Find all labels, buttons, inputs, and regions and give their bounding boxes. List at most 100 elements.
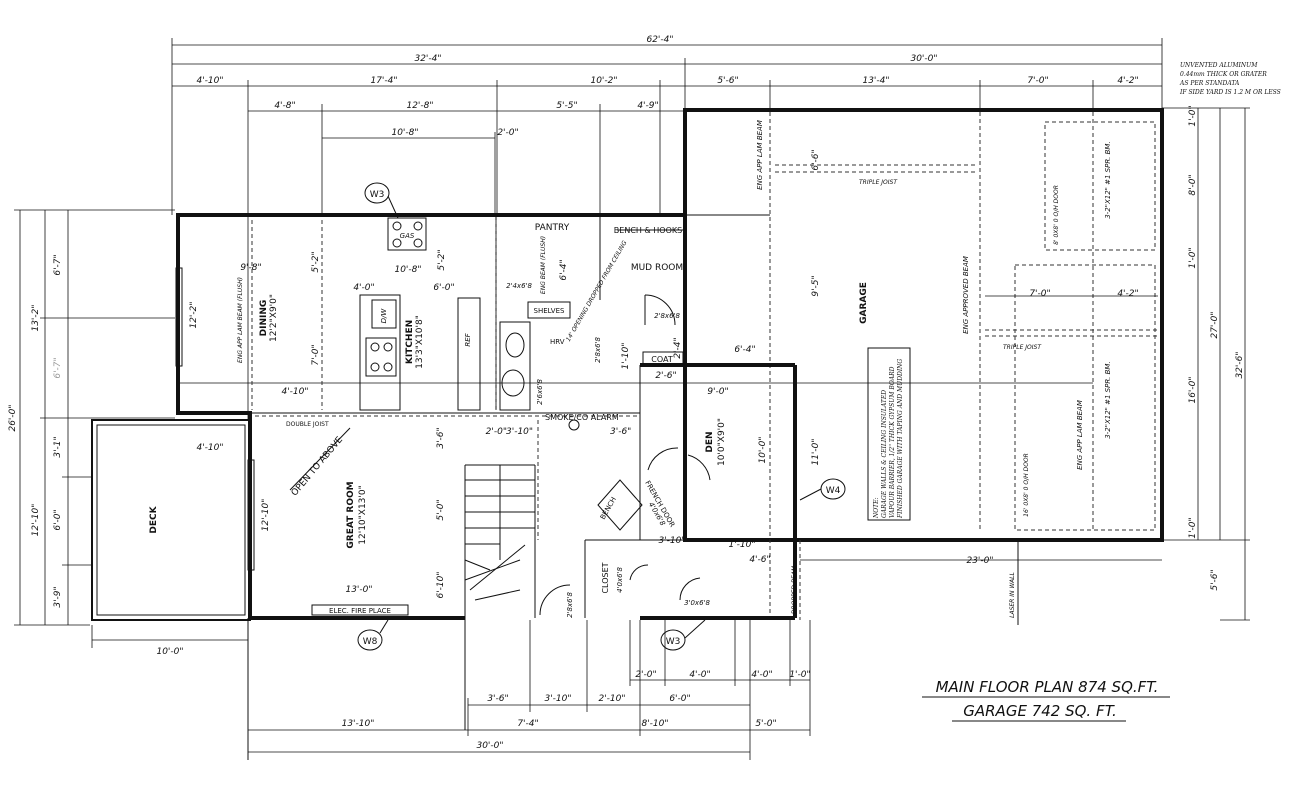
svg-text:2'-0": 2'-0" [635,670,656,680]
dim-row4: 2'-0" [497,128,518,138]
svg-text:FINISHED GARAGE WITH TAPING AN: FINISHED GARAGE WITH TAPING AND MUDDING [897,359,904,519]
svg-text:ENG APP LAM BEAM (FLUSH): ENG APP LAM BEAM (FLUSH) [237,277,244,363]
svg-text:4'-10": 4'-10" [281,387,308,397]
svg-text:10'0"X9'0": 10'0"X9'0" [717,418,727,466]
svg-text:DROPPED BEAM: DROPPED BEAM [791,565,798,614]
svg-text:2'-6": 2'-6" [655,371,676,381]
svg-text:3'-1": 3'-1" [53,436,63,457]
svg-text:7'-0": 7'-0" [311,344,321,365]
dim-row2: 13'-4" [862,76,889,86]
svg-text:23'-0": 23'-0" [966,556,993,566]
svg-text:12'10"X13'0": 12'10"X13'0" [358,485,368,544]
title-block: MAIN FLOOR PLAN 874 SQ.FT. GARAGE 742 SQ… [922,678,1170,722]
kitchen-label: KITCHEN [405,320,415,364]
window-tag: W8 [363,637,378,647]
svg-text:16'-0": 16'-0" [1188,376,1198,403]
svg-text:7'-4": 7'-4" [517,719,538,729]
svg-text:1'-0": 1'-0" [789,670,810,680]
svg-text:2'8x6'8: 2'8x6'8 [566,592,574,618]
svg-text:2'-0": 2'-0" [486,427,507,437]
top-dimensions: 62'-4" 32'-4" 30'-0" 4'-10" 17'-4" 10'-2… [171,35,1163,420]
house-walls [176,213,801,760]
svg-text:6'-7": 6'-7" [53,357,63,378]
svg-text:5'-6": 5'-6" [1210,569,1220,590]
dim-row2: 17'-4" [370,76,397,86]
svg-text:1'-0": 1'-0" [1188,247,1198,268]
dining-label: DINING [259,300,269,337]
svg-text:2'8x6'8: 2'8x6'8 [654,312,680,320]
svg-text:7'-0": 7'-0" [1029,289,1050,299]
svg-text:5'-0": 5'-0" [436,499,446,520]
svg-text:3'-6": 3'-6" [436,427,446,448]
svg-text:11'-0": 11'-0" [811,438,821,465]
svg-text:REF: REF [464,332,472,346]
svg-text:MUD ROOM: MUD ROOM [631,263,683,273]
dim-row2: 5'-6" [717,76,738,86]
svg-text:6'-0": 6'-0" [669,694,690,704]
svg-text:13'-10": 13'-10" [342,719,375,729]
svg-text:3'-9": 3'-9" [53,586,63,607]
svg-text:12'-10": 12'-10" [261,499,271,532]
svg-text:ENG BEAM (FLUSH): ENG BEAM (FLUSH) [540,236,547,294]
svg-text:16' 0X8' 0 O/H DOOR: 16' 0X8' 0 O/H DOOR [1023,453,1030,517]
svg-text:10'-8": 10'-8" [394,265,421,275]
dim-overall: 62'-4" [646,35,673,45]
dim-row2: 7'-0" [1027,76,1048,86]
svg-text:4'-10": 4'-10" [196,443,223,453]
dim-row2: 4'-10" [196,76,223,86]
svg-text:1'-0": 1'-0" [1188,517,1198,538]
svg-text:SMOKE/CO ALARM: SMOKE/CO ALARM [545,413,619,422]
svg-text:2'8x6'8: 2'8x6'8 [594,337,602,363]
deck-label: DECK [149,505,159,533]
svg-text:2'-4": 2'-4" [673,337,683,358]
svg-text:3'-10": 3'-10" [544,694,571,704]
svg-text:5'-2": 5'-2" [437,249,447,270]
svg-text:9'-0": 9'-0" [707,387,728,397]
bottom-dimensions: 2'-0" 4'-0" 4'-0" 1'-0" 3'-6" 3'-10" 2'-… [248,620,811,760]
deck: DECK 10'-0" [91,419,251,657]
svg-text:32'-6": 32'-6" [1235,351,1245,378]
svg-text:AS PER STANDATA: AS PER STANDATA [1179,80,1240,87]
svg-text:6'-0": 6'-0" [53,509,63,530]
svg-text:14' OPENING DROPPED FROM CEILI: 14' OPENING DROPPED FROM CEILING [565,239,629,342]
svg-text:13'-2": 13'-2" [31,304,41,331]
svg-text:4'-6": 4'-6" [749,555,770,565]
svg-text:ENG APP LAM BEAM: ENG APP LAM BEAM [756,120,764,190]
svg-text:26'-0": 26'-0" [8,404,18,431]
powder-room: HRV 2'6x6'8 SMOKE/CO ALARM [499,321,619,431]
svg-text:SHELVES: SHELVES [534,307,565,315]
dim-row3: 5'-5" [556,101,577,111]
entry-closet: CLOSET 2'8x6'8 3'0x6'8 4'0x6'8 DROPPED B… [539,562,798,618]
svg-text:OPEN TO ABOVE: OPEN TO ABOVE [290,435,346,498]
svg-text:1'-10": 1'-10" [621,342,631,369]
svg-text:3-2"X12" #1 SPR. BM.: 3-2"X12" #1 SPR. BM. [1104,141,1112,218]
svg-text:4'-2": 4'-2" [1117,289,1138,299]
svg-text:9'-8": 9'-8" [240,263,261,273]
svg-text:LASER IN WALL: LASER IN WALL [1009,572,1016,618]
svg-text:D/W: D/W [380,308,388,324]
window-tags: W3 W4 W8 W3 [357,182,846,651]
dim-row3: 4'-8" [274,101,295,111]
left-dimensions: 6'-7" 13'-2" 26'-0" 3'-1" 6'-0" 12'-10" … [8,209,175,626]
svg-text:2'4x6'8: 2'4x6'8 [506,282,532,290]
dim-right-block: 30'-0" [910,54,937,64]
svg-text:6'-6": 6'-6" [811,149,821,170]
garage-area-title: GARAGE 742 SQ. FT. [963,702,1116,720]
svg-text:3'0x6'8: 3'0x6'8 [684,599,710,607]
svg-text:GAS: GAS [400,232,415,240]
window-tag: W3 [666,637,681,647]
svg-text:3'-10": 3'-10" [658,536,685,546]
svg-text:0.44mm THICK OR GRATER: 0.44mm THICK OR GRATER [1180,71,1267,78]
window-tag: W4 [826,486,841,496]
svg-text:6'-0": 6'-0" [433,283,454,293]
dim-row2: 4'-2" [1117,76,1138,86]
garage: GARAGE TRIPLE JOIST TRIPLE JOIST ENG APP… [176,108,1164,625]
dim-row2: 10'-2" [590,76,617,86]
svg-text:10'-0": 10'-0" [156,647,183,657]
svg-text:2'-10": 2'-10" [598,694,625,704]
svg-text:3'-6": 3'-6" [487,694,508,704]
svg-text:COAT: COAT [651,355,673,364]
svg-text:4'0x6'8: 4'0x6'8 [616,567,624,593]
svg-text:ENG APPROVED BEAM: ENG APPROVED BEAM [962,256,970,334]
